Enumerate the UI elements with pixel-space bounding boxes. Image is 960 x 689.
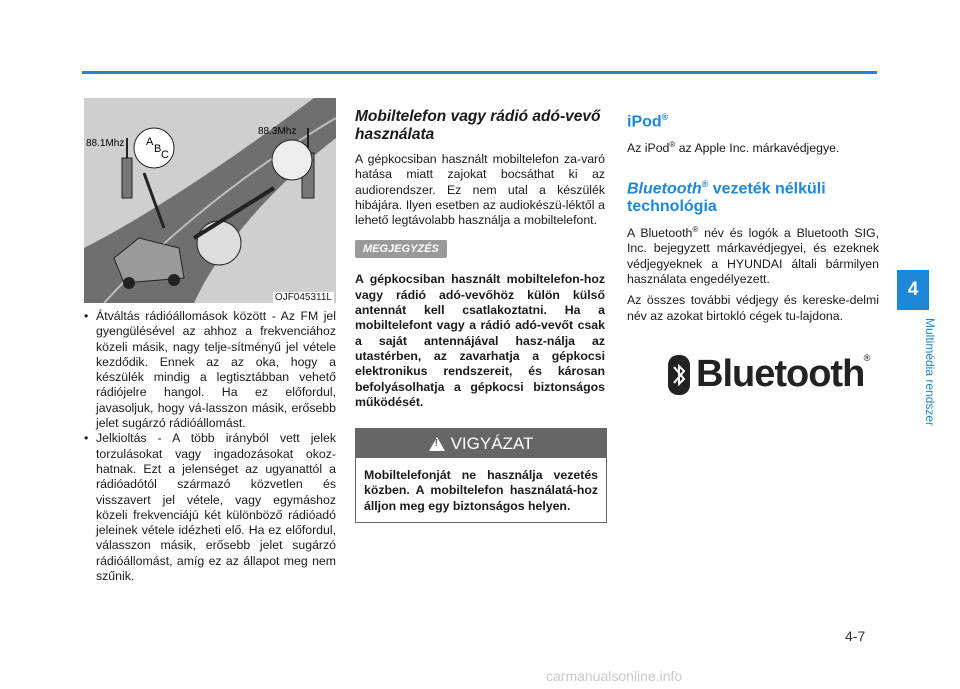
car-icon bbox=[113, 237, 185, 289]
bullet-item: Jelkioltás - A több irányból vett jelek … bbox=[84, 431, 336, 584]
column-left: 88.1Mhz 88.3Mhz A B C OJF045311L Átváltá… bbox=[84, 98, 337, 584]
caution-header: VIGYÁZAT bbox=[356, 429, 606, 459]
ipod-reg-mark: ® bbox=[661, 112, 669, 122]
note-badge: MEGJEGYZÉS bbox=[355, 240, 447, 259]
page-number: 4-7 bbox=[845, 628, 866, 644]
caution-box: VIGYÁZAT Mobiltelefonját ne használja ve… bbox=[355, 428, 607, 524]
bluetooth-logo-reg: ® bbox=[863, 353, 871, 363]
bullet-item: Átváltás rádióállomások között - Az FM j… bbox=[84, 309, 336, 431]
bluetooth-paragraph-2: Az összes további védjegy és kereske-del… bbox=[627, 293, 879, 323]
column-right: iPod® Az iPod® az Apple Inc. márkavédjeg… bbox=[627, 108, 879, 395]
section-title: Mobiltelefon vagy rádió adó-vevő használ… bbox=[355, 108, 601, 143]
ipod-text-pre: Az iPod bbox=[627, 141, 670, 156]
paragraph: A gépkocsiban használt mobiltelefon za-v… bbox=[355, 152, 605, 228]
bluetooth-paragraph-1: A Bluetooth® név és logók a Bluetooth SI… bbox=[627, 222, 879, 287]
chapter-tab: 4 bbox=[897, 270, 929, 310]
bullet-list: Átváltás rádióállomások között - Az FM j… bbox=[84, 309, 336, 584]
bt-para1-post: név és logók a Bluetooth SIG, Inc. bejeg… bbox=[627, 226, 879, 287]
bluetooth-title: Bluetooth® vezeték nélküli technológia bbox=[627, 175, 879, 216]
ipod-text-reg: ® bbox=[669, 140, 676, 150]
ipod-text: Az iPod® az Apple Inc. márkavédjegye. bbox=[627, 137, 879, 156]
figure-code: OJF045311L bbox=[272, 292, 334, 303]
circle-letter-c: C bbox=[161, 149, 169, 161]
watermark: carmanualsonline.info bbox=[546, 668, 683, 684]
chapter-label: Multimédia rendszer bbox=[923, 318, 937, 427]
bluetooth-wordmark: Bluetooth ® bbox=[696, 353, 870, 396]
illustration-svg: 88.1Mhz 88.3Mhz A B C bbox=[84, 98, 337, 304]
warning-icon bbox=[428, 436, 445, 451]
ipod-title: iPod® bbox=[627, 108, 879, 131]
tower-left-icon bbox=[121, 138, 133, 199]
bluetooth-title-reg: ® bbox=[701, 178, 709, 189]
circle-letter-a: A bbox=[146, 136, 154, 148]
bluetooth-title-rest: vezeték nélküli technológia bbox=[627, 180, 826, 216]
bluetooth-rune-icon bbox=[668, 354, 690, 395]
bluetooth-title-italic: Bluetooth bbox=[627, 180, 702, 198]
circle-letter-b: B bbox=[154, 143, 161, 155]
bluetooth-logo: Bluetooth ® bbox=[668, 353, 870, 396]
bt-para1-pre: A Bluetooth bbox=[627, 226, 693, 241]
header-rule bbox=[82, 71, 877, 74]
bluetooth-word: Bluetooth bbox=[696, 353, 865, 395]
note-text: A gépkocsiban használt mobiltelefon-hoz … bbox=[355, 272, 605, 409]
column-middle: Mobiltelefon vagy rádió adó-vevő használ… bbox=[355, 108, 607, 524]
bt-para1-reg: ® bbox=[692, 225, 699, 235]
freq-left-label: 88.1Mhz bbox=[86, 138, 124, 149]
caution-label: VIGYÁZAT bbox=[450, 433, 534, 453]
caution-text: Mobiltelefonját ne használja vezetés köz… bbox=[364, 468, 598, 513]
chapter-label-container: Multimédia rendszer bbox=[903, 318, 937, 458]
ipod-title-text: iPod bbox=[627, 113, 662, 131]
radio-reception-illustration: 88.1Mhz 88.3Mhz A B C OJF045311L bbox=[84, 98, 337, 304]
freq-right-label: 88.3Mhz bbox=[258, 126, 296, 137]
ipod-text-post: az Apple Inc. márkavédjegye. bbox=[675, 141, 840, 156]
